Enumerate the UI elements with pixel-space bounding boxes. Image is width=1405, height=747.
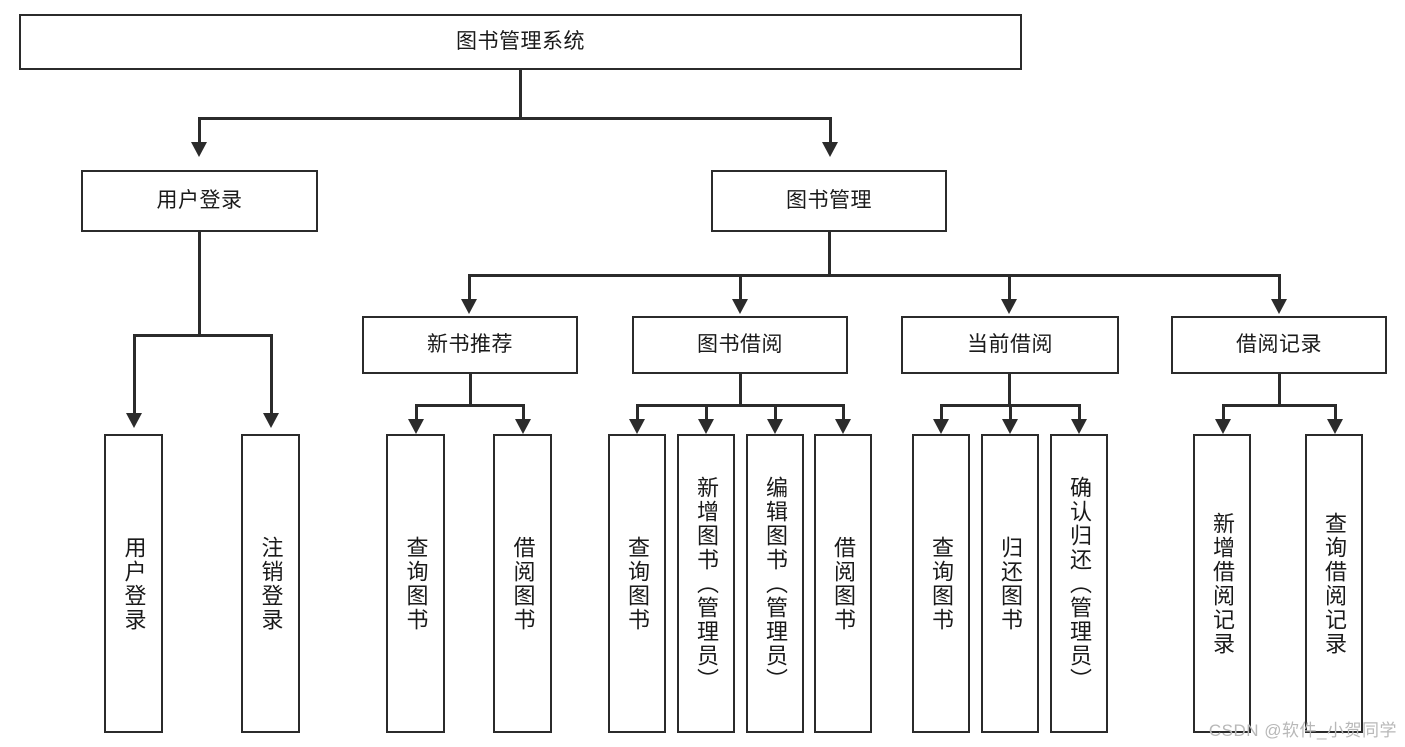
arrowhead-book-manage-child-4: [1271, 299, 1287, 314]
connector-cb-drop-3: [1078, 404, 1081, 422]
leaf-return-book[interactable]: 归还图书: [981, 434, 1039, 733]
leaf-edit-book-label: 编辑图书（管理员）: [762, 475, 788, 692]
connector-user-login-bus: [133, 334, 273, 337]
connector-new-book-recommend-bus: [415, 404, 525, 407]
leaf-query-book-1-label: 查询图书: [403, 535, 429, 632]
node-borrow-record-label: 借阅记录: [1236, 332, 1322, 356]
connector-bb-drop-2: [705, 404, 708, 422]
arrowhead-bb-leaf-2: [698, 419, 714, 434]
connector-new-book-recommend-stem: [469, 374, 472, 406]
leaf-borrow-book-1-label: 借阅图书: [510, 535, 536, 632]
arrowhead-bb-leaf-4: [835, 419, 851, 434]
connector-nbr-drop-1: [415, 404, 418, 422]
leaf-add-borrow-record[interactable]: 新增借阅记录: [1193, 434, 1251, 733]
connector-user-login-stem: [198, 232, 201, 336]
connector-br-drop-2: [1334, 404, 1337, 422]
leaf-query-book-2-label: 查询图书: [624, 535, 650, 632]
connector-br-drop-1: [1222, 404, 1225, 422]
leaf-borrow-book-1[interactable]: 借阅图书: [493, 434, 552, 733]
leaf-query-book-2[interactable]: 查询图书: [608, 434, 666, 733]
leaf-return-book-label: 归还图书: [997, 535, 1023, 632]
arrowhead-nbr-leaf-2: [515, 419, 531, 434]
arrowhead-cb-leaf-1: [933, 419, 949, 434]
leaf-query-book-3[interactable]: 查询图书: [912, 434, 970, 733]
connector-user-login-drop-1: [133, 334, 136, 416]
leaf-query-book-1[interactable]: 查询图书: [386, 434, 445, 733]
connector-borrow-record-stem: [1278, 374, 1281, 406]
connector-root-bus: [198, 117, 831, 120]
connector-book-manage-drop-4: [1278, 274, 1281, 302]
connector-book-borrow-bus: [636, 404, 844, 407]
leaf-borrow-book-2-label: 借阅图书: [830, 535, 856, 632]
connector-book-manage-drop-3: [1008, 274, 1011, 302]
connector-root-to-user-login: [198, 117, 201, 145]
connector-cb-drop-1: [940, 404, 943, 422]
connector-cb-drop-2: [1009, 404, 1012, 422]
leaf-borrow-book-2[interactable]: 借阅图书: [814, 434, 872, 733]
node-borrow-record[interactable]: 借阅记录: [1171, 316, 1387, 374]
arrowhead-bb-leaf-1: [629, 419, 645, 434]
arrowhead-br-leaf-1: [1215, 419, 1231, 434]
connector-book-manage-bus: [468, 274, 1280, 277]
watermark: CSDN @软件_小贺同学: [1208, 721, 1397, 740]
arrowhead-book-manage-child-3: [1001, 299, 1017, 314]
leaf-add-book-label: 新增图书（管理员）: [693, 475, 719, 692]
connector-bb-drop-1: [636, 404, 639, 422]
leaf-confirm-return[interactable]: 确认归还（管理员）: [1050, 434, 1108, 733]
node-user-login-label: 用户登录: [156, 188, 243, 212]
connector-book-borrow-stem: [739, 374, 742, 406]
connector-bb-drop-3: [774, 404, 777, 422]
node-current-borrow[interactable]: 当前借阅: [901, 316, 1119, 374]
node-book-manage[interactable]: 图书管理: [711, 170, 947, 232]
leaf-user-login-label: 用户登录: [121, 535, 147, 632]
leaf-edit-book[interactable]: 编辑图书（管理员）: [746, 434, 804, 733]
arrowhead-cb-leaf-3: [1071, 419, 1087, 434]
connector-root-to-book-manage: [829, 117, 832, 145]
leaf-query-borrow-record-label: 查询借阅记录: [1321, 511, 1347, 656]
node-new-book-recommend-label: 新书推荐: [427, 332, 513, 356]
connector-borrow-record-bus: [1222, 404, 1336, 407]
arrowhead-book-manage-child-2: [732, 299, 748, 314]
arrowhead-bb-leaf-3: [767, 419, 783, 434]
connector-root-stem: [519, 70, 522, 118]
connector-nbr-drop-2: [522, 404, 525, 422]
arrowhead-user-login-leaf-1: [126, 413, 142, 428]
leaf-query-borrow-record[interactable]: 查询借阅记录: [1305, 434, 1363, 733]
node-root-label: 图书管理系统: [456, 29, 585, 53]
leaf-user-login[interactable]: 用户登录: [104, 434, 163, 733]
arrowhead-root-to-user-login: [191, 142, 207, 157]
connector-book-manage-drop-2: [739, 274, 742, 302]
node-root[interactable]: 图书管理系统: [19, 14, 1022, 70]
leaf-confirm-return-label: 确认归还（管理员）: [1066, 475, 1092, 692]
leaf-logout-login-label: 注销登录: [258, 535, 284, 632]
node-book-manage-label: 图书管理: [786, 188, 872, 212]
leaf-add-borrow-record-label: 新增借阅记录: [1209, 511, 1235, 656]
leaf-query-book-3-label: 查询图书: [928, 535, 954, 632]
connector-book-manage-stem: [828, 232, 831, 276]
arrowhead-book-manage-child-1: [461, 299, 477, 314]
node-user-login[interactable]: 用户登录: [81, 170, 318, 232]
arrowhead-user-login-leaf-2: [263, 413, 279, 428]
node-new-book-recommend[interactable]: 新书推荐: [362, 316, 578, 374]
arrowhead-cb-leaf-2: [1002, 419, 1018, 434]
connector-book-manage-drop-1: [468, 274, 471, 302]
connector-user-login-drop-2: [270, 334, 273, 416]
connector-current-borrow-stem: [1008, 374, 1011, 406]
connector-bb-drop-4: [842, 404, 845, 422]
arrowhead-nbr-leaf-1: [408, 419, 424, 434]
leaf-logout-login[interactable]: 注销登录: [241, 434, 300, 733]
node-current-borrow-label: 当前借阅: [967, 332, 1053, 356]
node-book-borrow[interactable]: 图书借阅: [632, 316, 848, 374]
arrowhead-br-leaf-2: [1327, 419, 1343, 434]
arrowhead-root-to-book-manage: [822, 142, 838, 157]
node-book-borrow-label: 图书借阅: [697, 332, 783, 356]
leaf-add-book[interactable]: 新增图书（管理员）: [677, 434, 735, 733]
